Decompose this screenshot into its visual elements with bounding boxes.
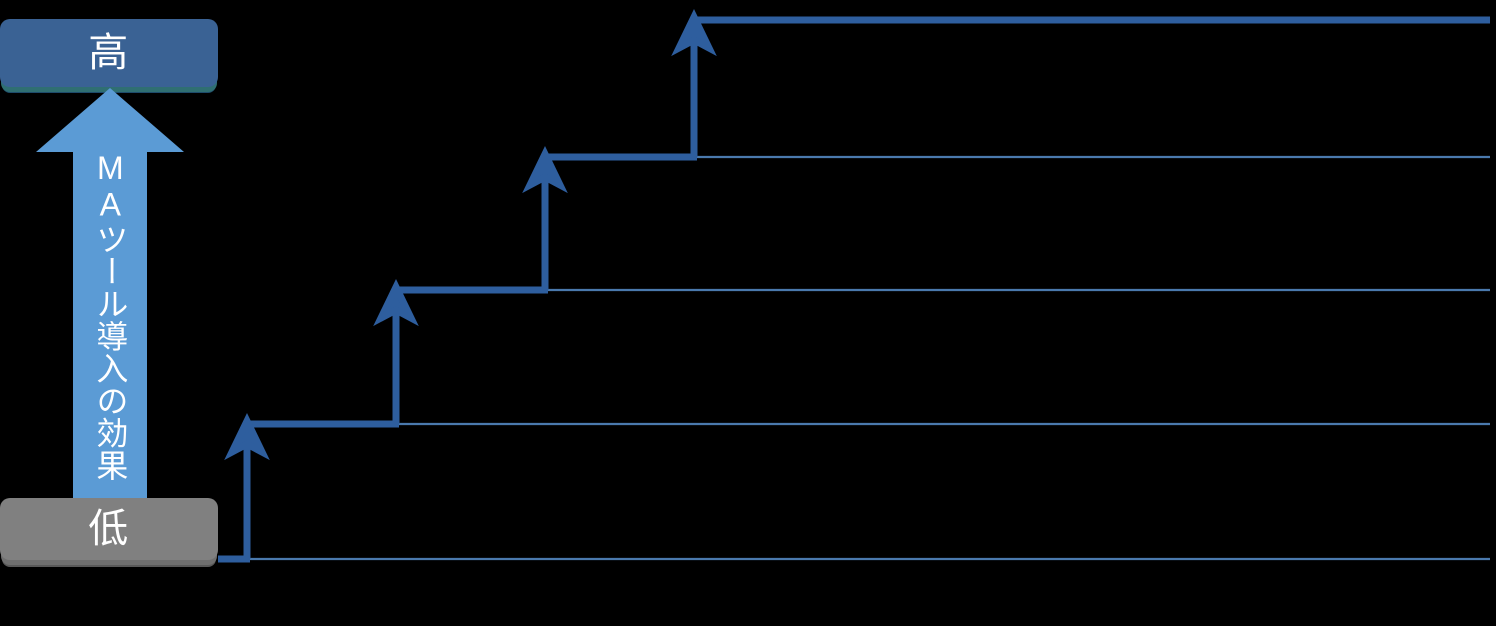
riser-arrowhead-4 bbox=[671, 8, 717, 57]
riser-arrowhead-2 bbox=[373, 278, 419, 327]
low-level-label: 低 bbox=[88, 507, 130, 551]
low-level-box: 低 bbox=[0, 498, 218, 560]
riser-arrowhead-1 bbox=[224, 412, 270, 461]
step-treads-thick bbox=[218, 16, 1490, 563]
effect-up-arrow bbox=[36, 88, 184, 512]
riser-arrowhead-3 bbox=[522, 145, 568, 194]
high-level-label: 高 bbox=[88, 31, 130, 75]
high-level-box: 高 bbox=[0, 19, 218, 87]
step-risers bbox=[224, 8, 717, 559]
